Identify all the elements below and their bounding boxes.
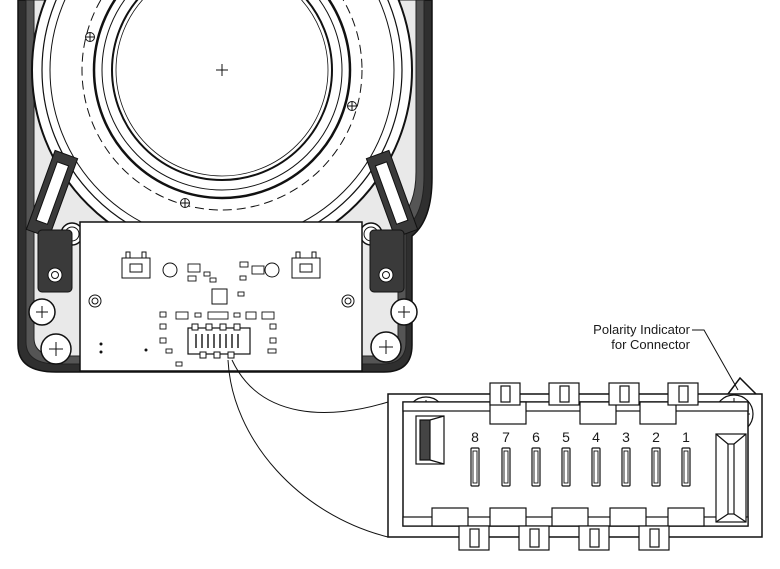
ring-aperture <box>111 0 333 181</box>
mount-hole-br <box>370 331 402 363</box>
pcb-smd-parts <box>159 261 277 367</box>
pin-label-7: 7 <box>502 429 510 445</box>
pin-label-8: 8 <box>471 429 479 445</box>
right-limit-switch <box>359 149 419 293</box>
pcb-screw-left <box>88 294 102 308</box>
callout-line-2: for Connector <box>611 337 690 352</box>
pin-label-4: 4 <box>592 429 600 445</box>
connector-housing <box>402 401 749 527</box>
ring-screw-2 <box>347 101 357 111</box>
pcb-header-left <box>121 251 151 279</box>
connector-top-tabs <box>489 382 699 406</box>
pin-slot-3 <box>621 447 631 487</box>
polarity-indicator <box>727 376 757 395</box>
pin-slot-2 <box>651 447 661 487</box>
leader-bottom <box>227 359 389 538</box>
mount-hole-tr <box>390 298 418 326</box>
ring-screw-3 <box>180 198 190 208</box>
pcb-screw-right <box>341 294 355 308</box>
leader-top <box>231 359 389 413</box>
connector-pin-inner <box>472 450 689 484</box>
pin-label-6: 6 <box>532 429 540 445</box>
pin-slot-8 <box>470 447 480 487</box>
left-limit-switch <box>25 149 84 293</box>
pcb-header-right <box>291 251 321 279</box>
pin-label-2: 2 <box>652 429 660 445</box>
pcb-led-right <box>264 262 280 278</box>
ring-4 <box>92 0 352 200</box>
callout-line-1: Polarity Indicator <box>593 322 690 337</box>
pin-label-5: 5 <box>562 429 570 445</box>
callout-leader <box>692 329 739 391</box>
ring-screw-1 <box>85 32 95 42</box>
connector-side-latch-left <box>415 415 445 465</box>
pcb-board <box>79 221 363 372</box>
pin-slot-7 <box>501 447 511 487</box>
connector-bottom-tabs <box>458 525 670 551</box>
pin-slot-4 <box>591 447 601 487</box>
mount-hole-bl <box>40 333 72 365</box>
connector-side-latch-right <box>715 433 747 523</box>
mount-hole-tl <box>28 298 56 326</box>
pcb-led-left <box>162 262 178 278</box>
pin-slot-5 <box>561 447 571 487</box>
connector-detail: 8 7 6 5 4 3 2 1 <box>387 376 763 551</box>
zoom-leader-lines <box>227 359 389 538</box>
pcb-connector <box>187 323 251 359</box>
ring-5 <box>101 0 343 191</box>
connector-bottom-rail <box>402 507 749 527</box>
pin-label-3: 3 <box>622 429 630 445</box>
pcb-ic <box>211 288 228 305</box>
ring-dashed <box>81 0 363 211</box>
pin-slot-1 <box>681 447 691 487</box>
connector-pin-labels: 8 7 6 5 4 3 2 1 <box>471 429 690 445</box>
pin-slot-6 <box>531 447 541 487</box>
mounting-holes <box>28 298 418 365</box>
pin-label-1: 1 <box>682 429 690 445</box>
polarity-callout: Polarity Indicator for Connector <box>593 322 739 391</box>
ring-aperture-inner <box>115 0 329 177</box>
